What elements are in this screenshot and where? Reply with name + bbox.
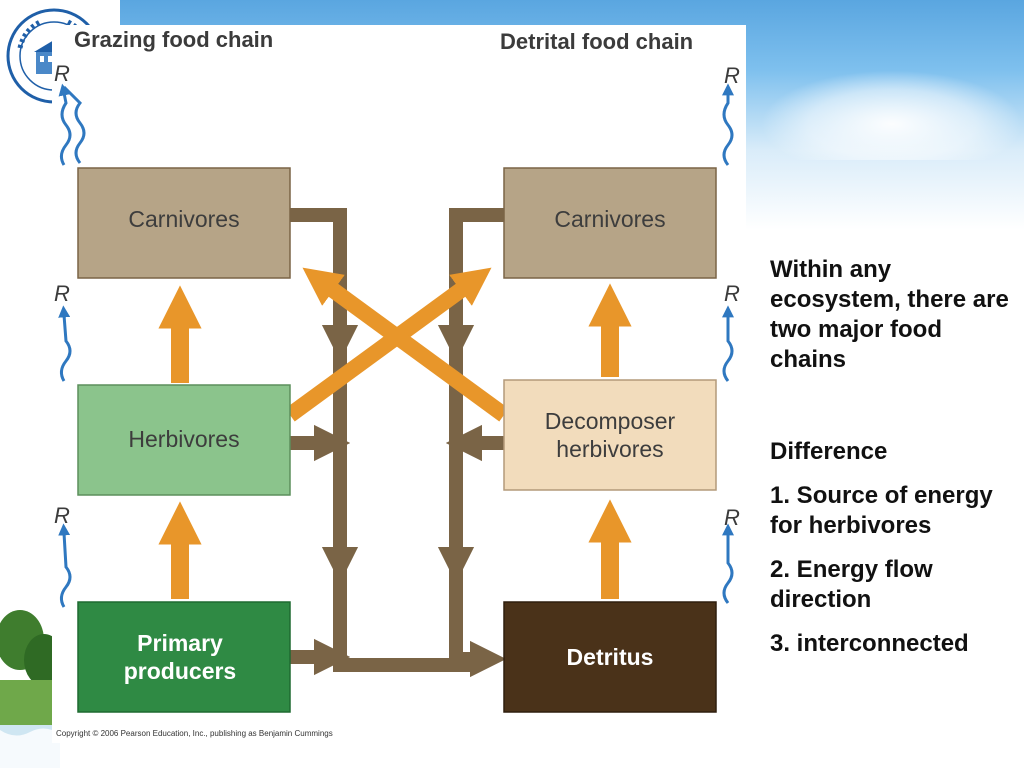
herbivores-label: Herbivores	[128, 426, 239, 452]
primary-producers-label-line2: producers	[124, 658, 236, 684]
respiration-arrow-5	[722, 305, 734, 382]
difference-point-3: 3. interconnected	[770, 630, 969, 657]
decomposer-label-line2: herbivores	[556, 436, 663, 462]
respiration-arrow-6	[722, 523, 734, 604]
detrital-carnivores-label: Carnivores	[554, 206, 665, 232]
difference-point-1: 1. Source of energy for herbivores	[770, 482, 993, 539]
grazing-chain-title: Grazing food chain	[74, 27, 273, 52]
difference-heading: Difference	[770, 438, 888, 465]
respiration-arrow-3	[58, 523, 72, 608]
primary-producers-label-line1: Primary	[137, 630, 223, 656]
respiration-label: R	[54, 61, 70, 86]
background-cloud	[760, 70, 1024, 160]
side-notes: Within any ecosystem, there are two majo…	[770, 255, 1020, 673]
box-detrital-carnivores: Carnivores	[503, 167, 717, 279]
respiration-label: R	[724, 505, 740, 530]
respiration-arrow-4	[722, 83, 734, 166]
respiration-label: R	[724, 63, 740, 88]
difference-point-2: 2. Energy flow direction	[770, 556, 933, 613]
orange-arrow-herbivores-to-detrital-carnivores	[285, 267, 492, 422]
food-chain-figure: Grazing food chain Detrital food chain R…	[52, 25, 746, 743]
box-herbivores: Herbivores	[77, 384, 291, 496]
respiration-arrow-2	[58, 305, 72, 382]
respiration-arrow-grazing-carnivores	[62, 85, 86, 164]
detritus-label: Detritus	[567, 644, 654, 670]
respiration-label: R	[54, 503, 70, 528]
landscape-decoration-icon	[0, 610, 60, 768]
box-grazing-carnivores: Carnivores	[77, 167, 291, 279]
detrital-chain-title: Detrital food chain	[500, 29, 693, 54]
brown-flow-to-detritus	[333, 658, 472, 672]
intro-text: Within any ecosystem, there are two majo…	[770, 256, 1009, 373]
box-primary-producers: Primary producers	[77, 601, 291, 713]
box-decomposer-herbivores: Decomposer herbivores	[503, 379, 717, 491]
food-chain-diagram: Grazing food chain Detrital food chain R…	[54, 27, 740, 738]
decomposer-label-line1: Decomposer	[545, 408, 676, 434]
grazing-carnivores-label: Carnivores	[128, 206, 239, 232]
respiration-label: R	[724, 281, 740, 306]
respiration-arrow-1	[58, 83, 72, 166]
orange-arrow-decomposer-to-grazing-carnivores	[302, 267, 509, 422]
copyright-text: Copyright © 2006 Pearson Education, Inc.…	[56, 729, 333, 738]
box-detritus: Detritus	[503, 601, 717, 713]
respiration-label: R	[54, 281, 70, 306]
